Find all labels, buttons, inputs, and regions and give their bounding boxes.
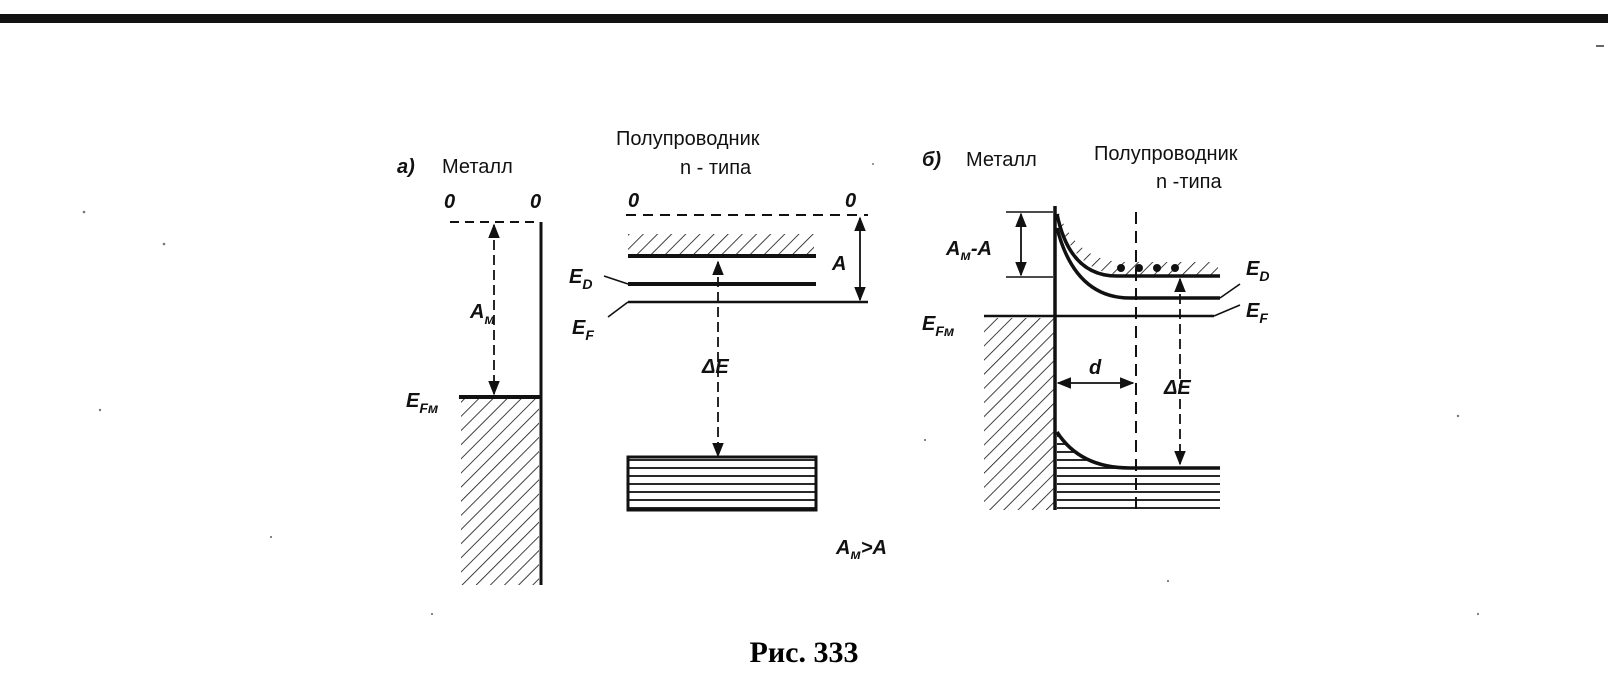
panel-b-barrier-label: Aм-A bbox=[945, 238, 992, 263]
panel-b: б) Металл Полупроводник n -типа EFм ED E… bbox=[922, 143, 1269, 510]
panel-a-metal-label: Металл bbox=[442, 156, 513, 178]
panel-a-zero-left: 0 bbox=[444, 191, 455, 213]
panel-a-letter: а) bbox=[397, 156, 415, 178]
panel-a-sc-label-line2: n - типа bbox=[680, 157, 752, 179]
panel-b-donor-leader bbox=[1219, 283, 1241, 299]
panel-a-sc-fermi-leader bbox=[607, 301, 629, 318]
panel-b-valence-band-fill bbox=[1057, 432, 1220, 510]
panel-b-sc-label-line2: n -типа bbox=[1156, 171, 1223, 193]
panel-b-metal-fermi-label: EFм bbox=[922, 313, 955, 339]
panel-b-conduction-band-edge bbox=[1055, 213, 1220, 278]
panel-a-donor-leader bbox=[603, 275, 629, 285]
panel-a-gap-label: ΔE bbox=[701, 356, 729, 378]
panel-a-metal: а) Металл 0 0 Aм EFм bbox=[397, 156, 543, 585]
panel-a-sc-zero-left: 0 bbox=[628, 190, 639, 212]
panel-a-sc-zero-right: 0 bbox=[845, 190, 856, 212]
panel-b-donor-level bbox=[1055, 227, 1220, 300]
panel-b-gap-label: ΔE bbox=[1163, 377, 1191, 399]
panel-a-affinity-label: A bbox=[831, 253, 846, 275]
panel-b-valence-band-edge bbox=[1055, 431, 1220, 470]
scan-specks bbox=[82, 163, 1480, 616]
panel-b-metal-filled-states bbox=[984, 318, 1054, 510]
panel-a-donor-label: ED bbox=[569, 266, 592, 292]
top-rule bbox=[0, 14, 1608, 23]
panel-b-sc-fermi-label: EF bbox=[1246, 300, 1268, 326]
panel-a-sc-label-line1: Полупроводник bbox=[616, 128, 760, 150]
panel-a-work-function-label: Aм bbox=[469, 301, 495, 327]
panel-a-condition: Aм>A bbox=[835, 537, 887, 562]
panel-b-metal-label: Металл bbox=[966, 149, 1037, 171]
panel-a-metal-filled-states bbox=[461, 399, 539, 585]
panel-a-semiconductor: Полупроводник n - типа 0 0 ED EF A ΔE Aм… bbox=[569, 128, 887, 562]
panel-a-conduction-band-hatch bbox=[628, 234, 814, 254]
panel-b-donor-label: ED bbox=[1246, 258, 1269, 284]
panel-b-sc-label-line1: Полупроводник bbox=[1094, 143, 1238, 165]
panel-b-letter: б) bbox=[922, 149, 941, 171]
panel-b-sc-fermi-leader bbox=[1213, 304, 1241, 317]
panel-a-sc-fermi-label: EF bbox=[572, 317, 594, 343]
panel-b-depletion-label: d bbox=[1089, 357, 1102, 379]
panel-a-fermi-label: EFм bbox=[406, 390, 439, 416]
panel-b-conduction-band-hatch bbox=[1057, 208, 1218, 275]
panel-a-valence-band bbox=[626, 455, 818, 512]
panel-a-zero-right: 0 bbox=[530, 191, 541, 213]
figure-caption: Рис. 333 bbox=[750, 636, 859, 669]
